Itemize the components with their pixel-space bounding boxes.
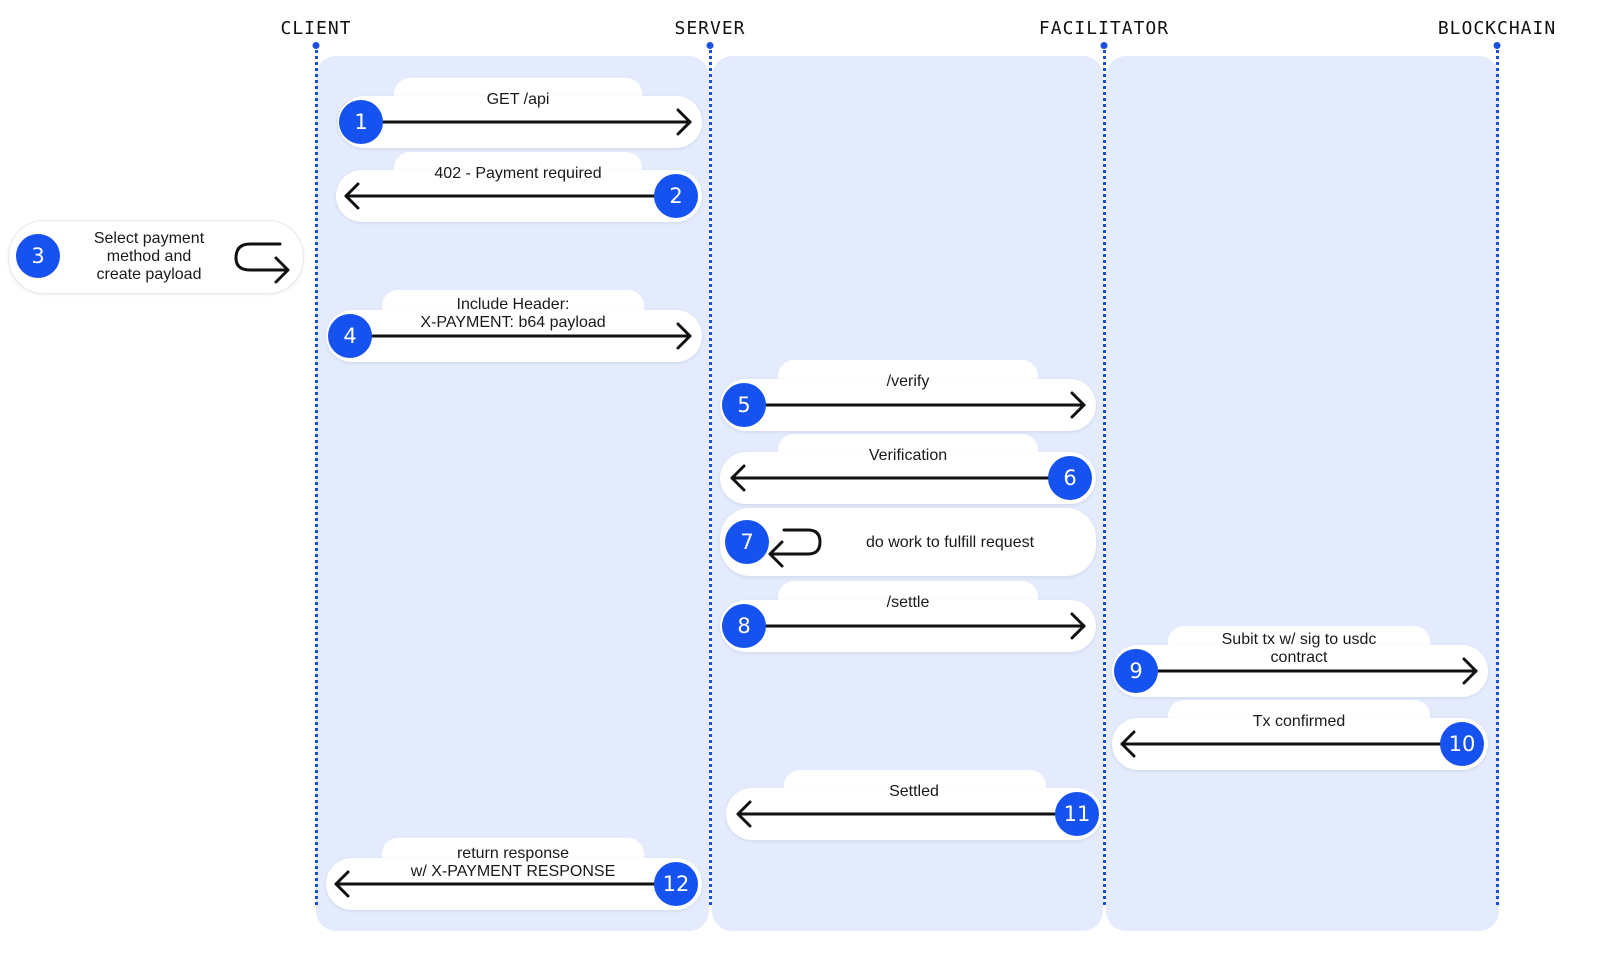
step-badge-8: 8	[722, 604, 766, 648]
actor-client: CLIENT	[280, 18, 352, 39]
self-action-label-7: do work to fulfill request	[865, 534, 1035, 551]
step-badge-9: 9	[1114, 649, 1158, 693]
actor-server: SERVER	[674, 18, 746, 39]
step-badge-6: 6	[1048, 456, 1092, 500]
step-badge-4: 4	[328, 314, 372, 358]
client-lifeline	[315, 45, 318, 905]
message-label-2: 402 - Payment required	[434, 165, 602, 182]
step-badge-2: 2	[654, 174, 698, 218]
step-badge-10: 10	[1440, 722, 1484, 766]
message-label-8: /settle	[886, 594, 930, 611]
server-lifeline	[709, 45, 712, 905]
blockchain-lifeline	[1496, 45, 1499, 905]
message-label-11: Settled	[889, 783, 939, 800]
facilitator-blockchain-lane	[1106, 56, 1499, 931]
message-label-5: /verify	[886, 373, 930, 390]
message-label-9: Subit tx w/ sig to usdc contract	[1221, 631, 1377, 666]
step-badge-3: 3	[16, 234, 60, 278]
step-badge-5: 5	[722, 383, 766, 427]
step-badge-11: 11	[1055, 792, 1099, 836]
actor-blockchain: BLOCKCHAIN	[1437, 18, 1557, 39]
message-label-4: Include Header: X-PAYMENT: b64 payload	[420, 296, 606, 331]
facilitator-lifeline	[1103, 45, 1106, 905]
step-badge-1: 1	[339, 100, 383, 144]
self-action-label-3: Select payment method and create payload	[93, 230, 205, 283]
message-label-1: GET /api	[486, 91, 550, 108]
message-label-10: Tx confirmed	[1252, 713, 1346, 730]
step-badge-12: 12	[654, 862, 698, 906]
message-label-12: return response w/ X-PAYMENT RESPONSE	[410, 845, 616, 880]
actor-facilitator: FACILITATOR	[1038, 18, 1170, 39]
step-badge-7: 7	[725, 520, 769, 564]
message-label-6: Verification	[868, 447, 948, 464]
